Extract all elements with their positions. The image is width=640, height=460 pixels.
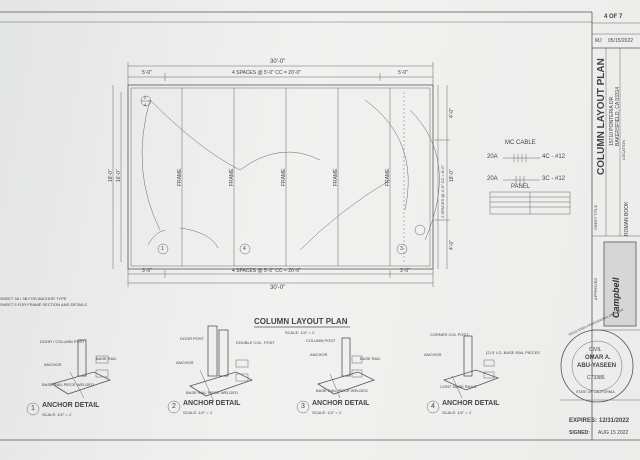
detail-3-title: ANCHOR DETAIL [312,400,370,407]
end-right-bottom-dim: 3'-0" [400,268,410,274]
plan-scale: SCALE: 1/4" = 1' [285,330,315,335]
right-top-dim: 4'-0" [449,108,455,118]
expires-label: EXPIRES: [569,418,598,424]
frame-label-3: FRAME [281,168,287,187]
detail-1-title: ANCHOR DETAIL [42,402,100,409]
panel-title: PANEL [511,184,531,190]
stamp-license: C73386 [587,375,605,381]
mc-row1-amp: 20A [487,154,498,160]
stamp-discipline: CIVIL [589,347,602,353]
detail-4-label-a: CORNER COL POST [430,332,469,337]
detail-4-scale: SCALE: 1/2" = 1' [442,410,472,415]
detail-4-title: ANCHOR DETAIL [442,400,500,407]
stamp-state: STATE OF CALIFORNIA [576,390,615,394]
spacing-top-dim: 4 SPACES @ 5'-0" CC = 20'-0" [232,70,301,76]
detail-2-scale: SCALE: 1/2" = 1' [183,410,213,415]
note-2: SHEET 5 FOR FRAME SECTION AND DETAILS [0,302,87,307]
frame-label-1: FRAME [177,168,183,187]
overall-top-dim: 30'-0" [270,59,286,65]
detail-1-scale: SCALE: 1/2" = 1' [42,412,72,417]
mc-row2-amp: 20A [487,176,498,182]
detail-2-label-d: BASE RAIL PIECE WELDED [186,390,238,395]
spacing-bottom-dim: 4 SPACES @ 5'-0" CC = 20'-0" [232,268,301,274]
label-approved: APPROVED [593,277,598,300]
detail-3-label-b: ANCHOR [310,352,328,357]
callout-2: 2 [144,95,147,100]
detail-2-label-b: DOUBLE COL. POST [236,340,275,345]
left-outer-dim: 18'-0" [108,169,114,182]
owner-name: ROMAN BOOK [624,201,630,236]
mc-row2-size: 3C - #12 [542,176,566,182]
address-line-2: BAKERSFIELD, CA 93314 [615,86,621,146]
right-bottom-dim: 4'-0" [449,240,455,250]
detail-3-label-d: BASE RAIL PIECE WELDED [316,388,368,393]
expires-date: 12/31/2022 [599,418,630,424]
callout-sheet: 4 [144,102,147,107]
frame-label-5: FRAME [385,168,391,187]
detail-4-num: 4 [431,403,435,410]
detail-1-label-b: BASE RAIL [96,356,117,361]
stamp-name-1: OMAR A. [585,355,611,361]
detail-1-num: 1 [31,405,35,412]
detail-2-title: ANCHOR DETAIL [183,400,241,407]
frame-label-2: FRAME [229,168,235,187]
detail-3-num: 3 [301,403,305,410]
mc-cable-title: MC CABLE [505,140,536,146]
detail-3-label-c: BASE RAIL [360,356,381,361]
overall-bottom-dim: 30'-0" [270,285,286,291]
end-right-top-dim: 5'-0" [398,70,408,76]
note-1: SHEET 3A / 3B FOR ANCHOR TYPE [0,296,67,301]
sheet-date: 05/15/2022 [608,38,634,44]
detail-2-label-c: ANCHOR [176,360,194,365]
end-left-top-dim: 5'-0" [142,70,152,76]
signed-date: AUG 15 2022 [598,430,629,436]
stamp-name-2: ABU-YASEEN [577,363,617,369]
left-inner-dim: 16'-0" [116,169,122,182]
right-overall-dim: 18'-0" [449,169,455,182]
callout-3: 3 [400,246,403,252]
detail-2-label-a: DOOR POST [180,336,205,341]
plan-title: COLUMN LAYOUT PLAN [254,317,348,326]
detail-1-label-c: ANCHOR [44,362,62,367]
sheet-title: COLUMN LAYOUT PLAN [596,58,607,175]
drawn-by: MJ [595,38,602,44]
detail-4-label-b: ANCHOR [424,352,442,357]
label-location: LOCATION [621,139,626,160]
label-sheet-title: SHEET TITLE [593,204,598,230]
callout-4: 4 [243,246,246,252]
detail-3-label-a: COLUMN POST [306,338,336,343]
detail-3-scale: SCALE: 1/2" = 1' [312,410,342,415]
detail-2-num: 2 [172,403,176,410]
mc-row1-size: 4C - #12 [542,154,566,160]
right-spacing-dim: 2 SPACES @ 4'-0" CC = 8'-0" [440,165,445,218]
callout-1: 1 [161,246,164,252]
end-left-bottom-dim: 3'-0" [142,268,152,274]
detail-1-label-d: BASE RAIL PIECE WELDED [42,382,94,387]
detail-4-label-c: (2) 5' LG. BASE RAIL PIECES [486,350,540,355]
detail-1-label-a: DOOR / COLUMN POST [40,339,85,344]
sheet-number: 4 OF 7 [604,14,623,20]
frame-label-4: FRAME [333,168,339,187]
detail-4-label-d: CONT. BASE RAILS [440,384,477,389]
signed-label: SIGNED: [569,430,590,436]
